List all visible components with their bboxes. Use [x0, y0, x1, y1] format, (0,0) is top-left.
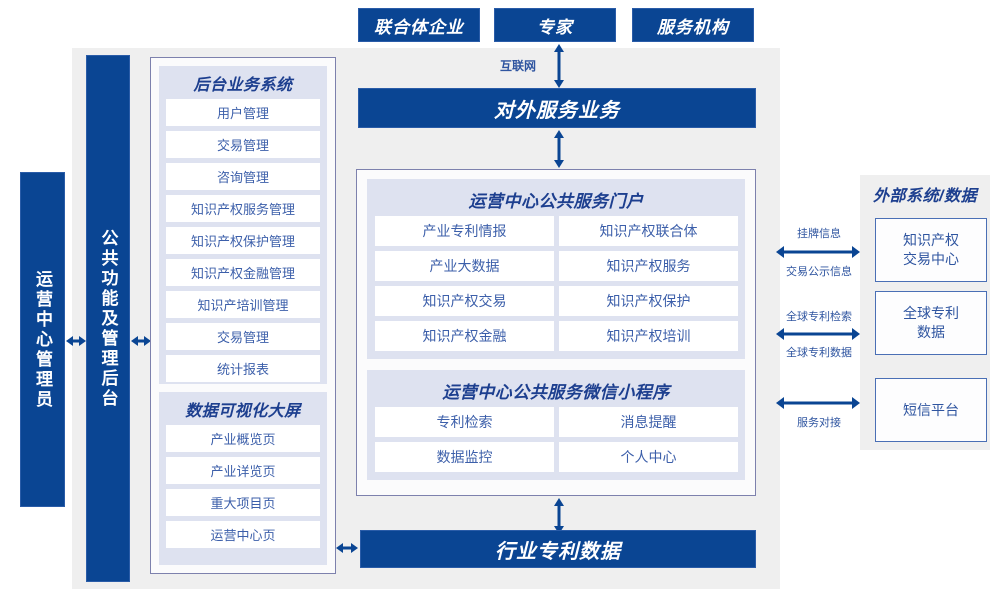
rail-common-backoffice[interactable]: 公共功能及管理后台 [86, 55, 130, 582]
actor-box-expert[interactable]: 专家 [494, 8, 616, 42]
connector-label-global-patent-data: 全球专利数据 [786, 347, 852, 359]
miniprogram-item-1[interactable]: 消息提醒 [559, 407, 738, 437]
arrow-service-to-portal [554, 130, 564, 168]
internet-label: 互联网 [499, 58, 536, 73]
arrow-admin-to-common [66, 336, 86, 346]
dataviz-title: 数据可视化大屏 [185, 403, 301, 420]
portal-item-3[interactable]: 知识产权服务 [559, 251, 738, 281]
backoffice-item-6[interactable]: 知识产培训管理 [166, 291, 320, 318]
external-systems-title: 外部系统/数据 [873, 188, 977, 205]
portal-item-5[interactable]: 知识产权保护 [559, 286, 738, 316]
arrow-common-to-backoffice-panel [131, 336, 151, 346]
portal-item-2[interactable]: 产业大数据 [375, 251, 554, 281]
actor-box-service-org[interactable]: 服务机构 [632, 8, 754, 42]
arrow-center-to-bottom [554, 498, 564, 534]
dataviz-item-2[interactable]: 重大项目页 [166, 489, 320, 516]
portal-item-1[interactable]: 知识产权联合体 [559, 216, 738, 246]
connector-label-trade-disclosure: 交易公示信息 [786, 266, 852, 278]
backoffice-title: 后台业务系统 [193, 77, 293, 94]
miniprogram-item-0[interactable]: 专利检索 [375, 407, 554, 437]
miniprogram-item-2[interactable]: 数据监控 [375, 442, 554, 472]
backoffice-item-5[interactable]: 知识产权金融管理 [166, 259, 320, 286]
backoffice-item-4[interactable]: 知识产权保护管理 [166, 227, 320, 254]
actor-box-consortium[interactable]: 联合体企业 [358, 8, 480, 42]
external-system-sms-platform[interactable]: 短信平台 [875, 378, 987, 442]
dataviz-item-3[interactable]: 运营中心页 [166, 521, 320, 548]
portal-item-4[interactable]: 知识产权交易 [375, 286, 554, 316]
connector-label-listing-info: 挂牌信息 [797, 228, 841, 240]
external-system-ip-exchange[interactable]: 知识产权 交易中心 [875, 218, 987, 282]
arrow-leftpanel-to-bottom [336, 543, 358, 553]
external-service-bar[interactable]: 对外服务业务 [358, 88, 756, 128]
connector-label-global-patent-search: 全球专利检索 [786, 311, 852, 323]
backoffice-item-3[interactable]: 知识产权服务管理 [166, 195, 320, 222]
external-system-global-patent-data[interactable]: 全球专利 数据 [875, 291, 987, 355]
portal-item-0[interactable]: 产业专利情报 [375, 216, 554, 246]
connector-label-service-docking: 服务对接 [797, 417, 841, 429]
arrow-internet-vertical [554, 44, 564, 88]
portal-title: 运营中心公共服务门户 [468, 191, 644, 211]
backoffice-item-1[interactable]: 交易管理 [166, 131, 320, 158]
backoffice-item-8[interactable]: 统计报表 [166, 355, 320, 382]
portal-item-6[interactable]: 知识产权金融 [375, 321, 554, 351]
portal-item-7[interactable]: 知识产权培训 [559, 321, 738, 351]
arrow-external-global-patent [776, 328, 860, 340]
dataviz-item-1[interactable]: 产业详览页 [166, 457, 320, 484]
bottom-bar-industry-patent-data[interactable]: 行业专利数据 [360, 530, 756, 568]
arrow-external-ip-exchange [776, 246, 860, 258]
rail-operations-admin[interactable]: 运营中心管理员 [20, 172, 65, 507]
backoffice-item-0[interactable]: 用户管理 [166, 99, 320, 126]
miniprogram-item-3[interactable]: 个人中心 [559, 442, 738, 472]
backoffice-item-7[interactable]: 交易管理 [166, 323, 320, 350]
dataviz-item-0[interactable]: 产业概览页 [166, 425, 320, 452]
miniprogram-title: 运营中心公共服务微信小程序 [442, 382, 670, 402]
backoffice-item-2[interactable]: 咨询管理 [166, 163, 320, 190]
arrow-external-sms [776, 397, 860, 409]
